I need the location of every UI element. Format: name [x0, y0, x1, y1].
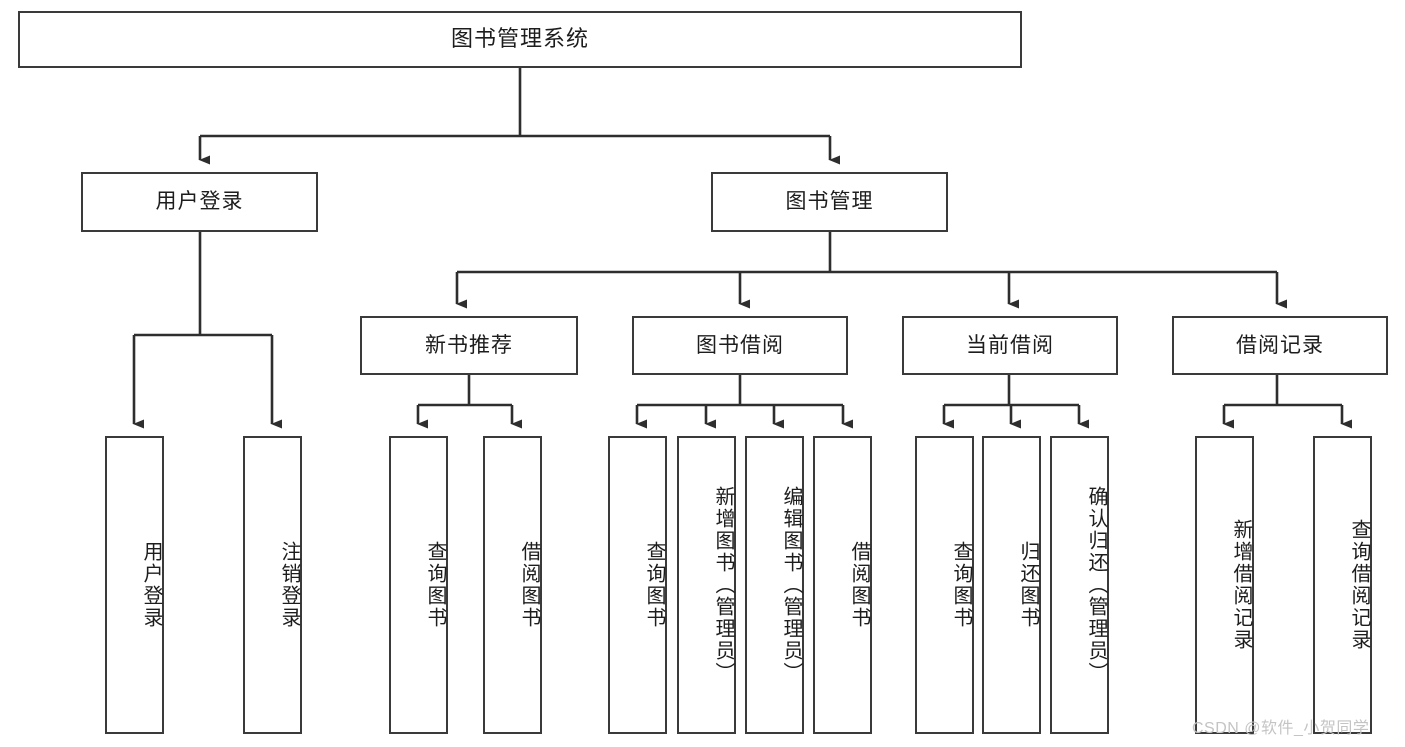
leaf-current-return-book[interactable]: 归还图书 [982, 436, 1041, 734]
node-label: 新书推荐 [425, 333, 513, 357]
node-label: 编辑图书（管理员） [780, 486, 802, 684]
node-current-borrow[interactable]: 当前借阅 [902, 316, 1118, 375]
node-label: 借阅图书 [518, 541, 540, 629]
node-label: 图书管理系统 [450, 26, 589, 52]
node-book-management[interactable]: 图书管理 [711, 172, 948, 232]
node-label: 注销登录 [278, 541, 300, 629]
leaf-current-confirm-return-admin[interactable]: 确认归还（管理员） [1050, 436, 1109, 734]
node-label: 借阅记录 [1236, 333, 1324, 357]
node-label: 查询图书 [950, 541, 972, 629]
leaf-borrow-borrow-book[interactable]: 借阅图书 [813, 436, 872, 734]
node-label: 当前借阅 [966, 333, 1054, 357]
leaf-user-login-signin[interactable]: 用户登录 [105, 436, 164, 734]
node-label: 查询图书 [424, 541, 446, 629]
node-label: 图书管理 [785, 190, 874, 214]
leaf-borrow-edit-book-admin[interactable]: 编辑图书（管理员） [745, 436, 804, 734]
node-book-borrow[interactable]: 图书借阅 [632, 316, 848, 375]
leaf-recommend-query-book[interactable]: 查询图书 [389, 436, 448, 734]
node-user-login[interactable]: 用户登录 [81, 172, 318, 232]
node-label: 查询借阅记录 [1348, 519, 1370, 651]
node-label: 图书借阅 [696, 333, 784, 357]
csdn-watermark: CSDN @软件_小贺同学 [1192, 720, 1370, 737]
node-label: 确认归还（管理员） [1085, 486, 1107, 684]
node-label: 新增图书（管理员） [712, 486, 734, 684]
node-label: 归还图书 [1017, 541, 1039, 629]
leaf-record-query-record[interactable]: 查询借阅记录 [1313, 436, 1372, 734]
node-new-book-recommend[interactable]: 新书推荐 [360, 316, 578, 375]
leaf-current-query-book[interactable]: 查询图书 [915, 436, 974, 734]
node-label: 用户登录 [155, 190, 244, 214]
node-label: 用户登录 [140, 541, 162, 629]
leaf-borrow-add-book-admin[interactable]: 新增图书（管理员） [677, 436, 736, 734]
node-borrow-record[interactable]: 借阅记录 [1172, 316, 1388, 375]
node-label: 查询图书 [643, 541, 665, 629]
leaf-user-login-signout[interactable]: 注销登录 [243, 436, 302, 734]
leaf-recommend-borrow-book[interactable]: 借阅图书 [483, 436, 542, 734]
leaf-borrow-query-book[interactable]: 查询图书 [608, 436, 667, 734]
leaf-record-add-record[interactable]: 新增借阅记录 [1195, 436, 1254, 734]
node-root-system[interactable]: 图书管理系统 [18, 11, 1022, 68]
node-label: 新增借阅记录 [1230, 519, 1252, 651]
node-label: 借阅图书 [848, 541, 870, 629]
